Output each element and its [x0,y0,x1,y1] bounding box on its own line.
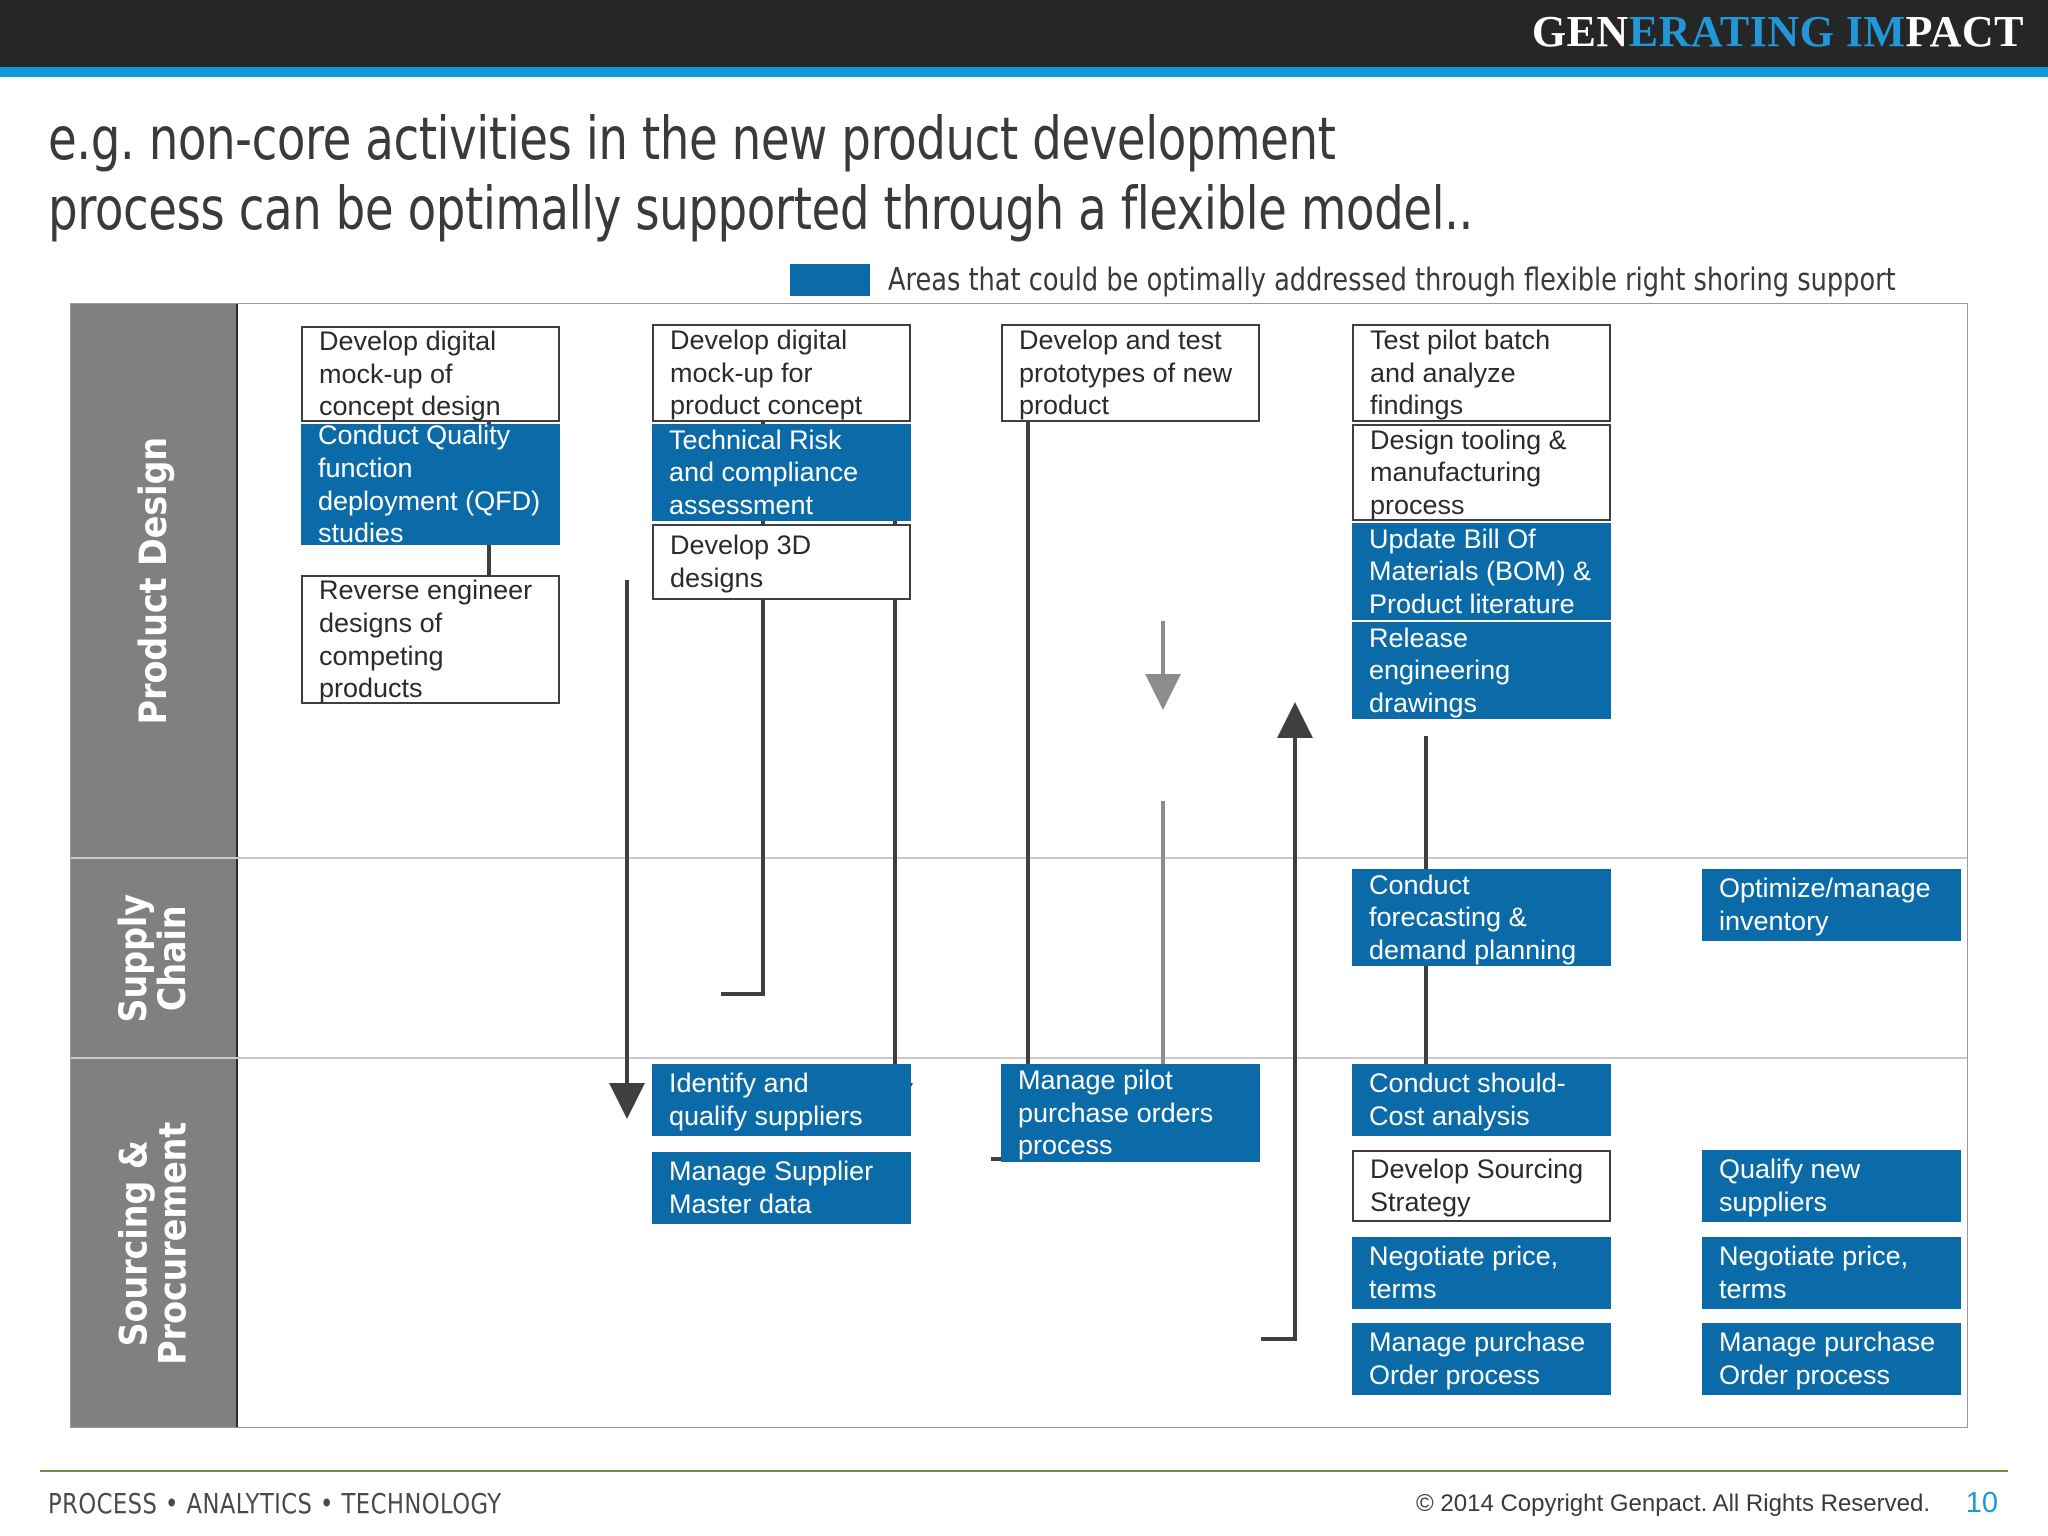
box-develop-digital-mockup-product[interactable]: Develop digital mock-up for product conc… [652,324,911,422]
box-conduct-forecasting-demand-planning[interactable]: Conduct forecasting & demand planning [1352,869,1611,966]
row-sourcing-procurement: Sourcing & Procurement [71,1057,1967,1427]
box-manage-purchase-order-process-c4[interactable]: Manage purchase Order process [1352,1323,1611,1395]
box-update-bom-product-literature[interactable]: Update Bill Of Materials (BOM) & Product… [1352,523,1611,620]
legend: Areas that could be optimally addressed … [790,262,1983,298]
slide-title: e.g. non-core activities in the new prod… [48,104,1720,243]
box-manage-purchase-order-process-c5[interactable]: Manage purchase Order process [1702,1323,1961,1395]
slide-title-line2: process can be optimally supported throu… [48,173,1473,243]
footer-page-number: 10 [1965,1487,1998,1519]
slide-title-line1: e.g. non-core activities in the new prod… [48,104,1336,173]
box-conduct-should-cost-analysis[interactable]: Conduct should-Cost analysis [1352,1064,1611,1136]
box-develop-test-prototypes[interactable]: Develop and test prototypes of new produ… [1001,324,1260,422]
brand-text-part2: ERATING [1628,7,1835,56]
footer-copyright: © 2014 Copyright Genpact. All Rights Res… [1416,1490,1930,1517]
footer-divider [40,1470,2008,1472]
header-accent-rule [0,67,2048,77]
process-diagram: Product Design Supply Chain Sourcing & P… [70,303,1968,1428]
brand-text-part1: GEN [1531,7,1629,56]
box-identify-qualify-suppliers[interactable]: Identify and qualify suppliers [652,1064,911,1136]
top-header-bar: GENERATING IMPACT [0,0,2048,67]
row-label-supply-chain: Supply Chain [71,859,238,1057]
box-negotiate-price-terms-c5[interactable]: Negotiate price, terms [1702,1237,1961,1309]
box-develop-3d-designs[interactable]: Develop 3D designs [652,524,911,600]
row-label-supply-chain-line1: Supply [112,893,156,1023]
row-label-sourcing-line1: Sourcing & [112,1139,156,1347]
box-develop-digital-mockup-concept[interactable]: Develop digital mock-up of concept desig… [301,326,560,422]
brand-logo: GENERATING IMPACT [1532,6,2024,57]
legend-label: Areas that could be optimally addressed … [888,262,1896,298]
row-label-supply-chain-line2: Chain [151,905,195,1011]
row-label-product-design-text: Product Design [131,436,175,725]
footer-tagline: PROCESS • ANALYTICS • TECHNOLOGY [48,1487,502,1520]
box-technical-risk-compliance[interactable]: Technical Risk and compliance assessment [652,424,911,521]
box-develop-sourcing-strategy[interactable]: Develop Sourcing Strategy [1352,1150,1611,1222]
row-label-sourcing-procurement: Sourcing & Procurement [71,1059,238,1427]
brand-text-part3: IM [1834,7,1906,56]
box-reverse-engineer-designs[interactable]: Reverse engineer designs of competing pr… [301,575,560,704]
box-conduct-qfd-studies[interactable]: Conduct Quality function deployment (QFD… [301,420,560,548]
box-release-engineering-drawings[interactable]: Release engineering drawings [1352,622,1611,719]
box-manage-pilot-purchase-orders[interactable]: Manage pilot purchase orders process [1001,1064,1260,1162]
box-design-tooling-manufacturing[interactable]: Design tooling & manufacturing process [1352,424,1611,521]
box-optimize-manage-inventory[interactable]: Optimize/manage inventory [1702,869,1961,941]
row-label-product-design: Product Design [71,304,238,857]
box-test-pilot-batch[interactable]: Test pilot batch and analyze findings [1352,324,1611,422]
box-qualify-new-suppliers[interactable]: Qualify new suppliers [1702,1150,1961,1222]
box-negotiate-price-terms-c4[interactable]: Negotiate price, terms [1352,1237,1611,1309]
row-label-sourcing-line2: Procurement [151,1121,195,1365]
brand-text-part4: PACT [1905,7,2024,56]
legend-swatch-blue [790,264,870,296]
box-manage-supplier-master-data[interactable]: Manage Supplier Master data [652,1152,911,1224]
row-product-design: Product Design [71,304,1967,857]
row-supply-chain: Supply Chain [71,857,1967,1057]
